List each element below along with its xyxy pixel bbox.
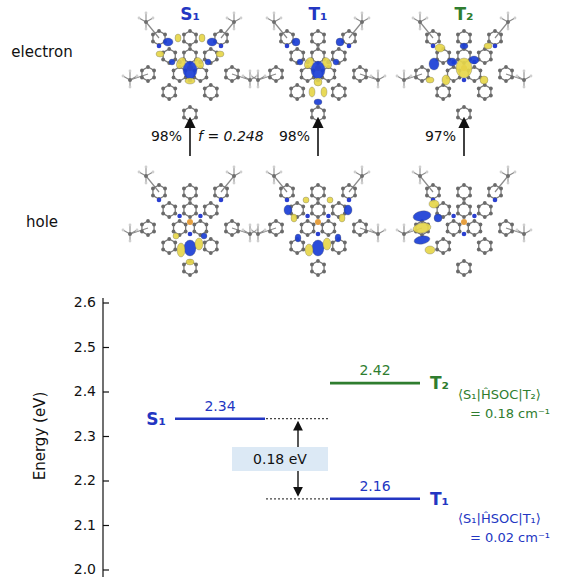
row-label: electron [11,44,72,61]
axis-title: Energy (eV) [32,392,49,480]
energy-level [175,417,265,420]
gap-box: 0.18 eV [232,447,328,471]
hole-orbital [250,166,387,277]
tick-label: 2.0 [74,562,96,577]
state-heading: T₂ [454,5,473,24]
tick-label: 2.4 [74,384,96,399]
coupling-value: = 0.02 cm⁻¹ [470,531,550,545]
coupling-value: = 0.18 cm⁻¹ [470,407,550,421]
transition-arrow [317,119,319,156]
energy-level [330,497,420,500]
axis-tick [103,391,109,392]
tick-label: 2.6 [74,295,96,310]
percentage: 97% [425,129,456,144]
transition-arrow [189,119,191,156]
state-heading: T₁ [308,5,327,24]
axis-tick [103,569,109,570]
hole-orbital [396,166,533,277]
transition-arrow [463,119,465,156]
row-label: hole [26,214,58,231]
energy-value: 2.16 [359,479,390,494]
electron-orbital [122,12,259,123]
oscillator-strength: f = 0.248 [198,129,264,144]
tick-label: 2.2 [74,473,96,488]
state-label: T₁ [430,489,449,508]
electron-orbital [250,12,387,123]
percentage: 98% [279,129,310,144]
energy-value: 2.34 [204,399,235,414]
hole-orbital [122,166,259,277]
state-heading: S₁ [180,5,200,24]
axis-tick [103,525,109,526]
axis-tick [103,302,109,303]
state-label: S₁ [146,409,166,428]
axis-tick [103,436,109,437]
dotted-guide [266,498,329,499]
coupling-label: ⟨S₁|ĤSOC|T₁⟩ [458,512,541,526]
energy-axis [102,298,103,577]
gap-value: 0.18 eV [253,451,307,467]
axis-tick [103,347,109,348]
energy-level [330,382,420,385]
coupling-label: ⟨S₁|ĤSOC|T₂⟩ [458,388,541,402]
tick-label: 2.1 [74,518,96,533]
percentage: 98% [151,129,182,144]
tick-label: 2.3 [74,429,96,444]
energy-value: 2.42 [359,363,390,378]
state-label: T₂ [430,374,449,393]
dotted-guide [266,418,329,419]
tick-label: 2.5 [74,340,96,355]
axis-tick [103,480,109,481]
electron-orbital [396,12,533,123]
